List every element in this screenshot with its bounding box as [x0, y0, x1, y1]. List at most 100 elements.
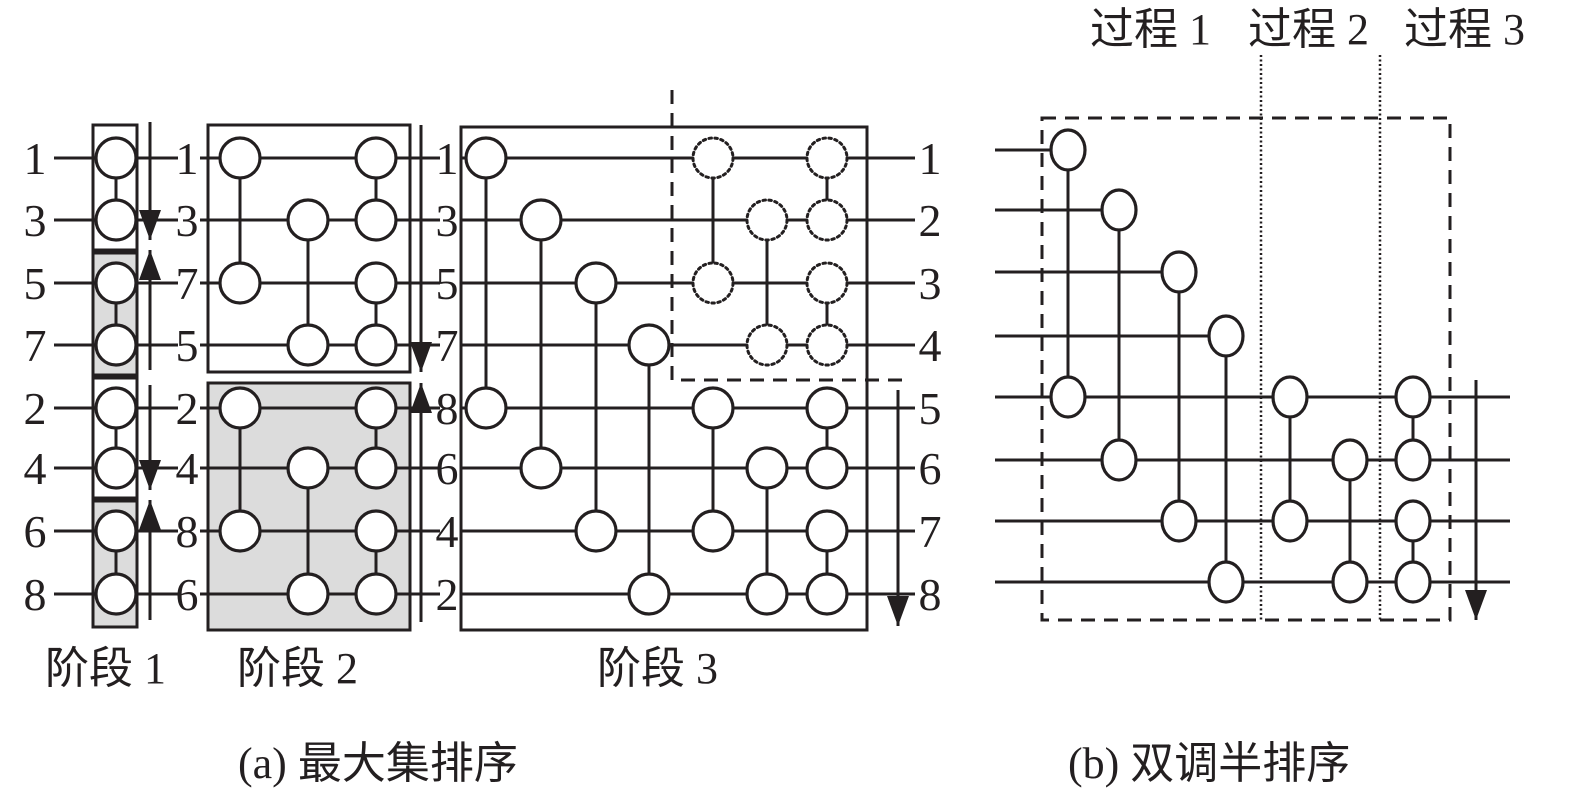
arrow-down-icon	[1465, 590, 1487, 620]
comparator-node	[1207, 560, 1245, 604]
stage2-output-label: 7	[436, 320, 459, 371]
comparator-node	[745, 446, 789, 490]
output-label: 7	[919, 506, 942, 557]
stage1-output-label: 2	[176, 383, 199, 434]
comparator-node	[574, 261, 618, 305]
comparator-node	[354, 572, 398, 616]
dashed-region-outline	[670, 90, 910, 382]
stage2-output-label: 2	[436, 569, 459, 620]
comparator-node	[94, 198, 138, 242]
comparator-node	[354, 386, 398, 430]
comparator-node	[94, 446, 138, 490]
comparator-node-dotted	[805, 136, 849, 180]
stage2-direction-arrow	[410, 125, 432, 372]
comparator-node	[354, 323, 398, 367]
stage1-direction-arrow	[139, 122, 161, 240]
arrow-down-icon	[887, 596, 909, 626]
comparator-node	[1271, 375, 1309, 419]
comparator-node	[1160, 499, 1198, 543]
comparator-node-dotted	[691, 136, 735, 180]
comparator-node	[354, 198, 398, 242]
comparator-node	[1331, 438, 1369, 482]
stage1-direction-arrow	[139, 500, 161, 620]
comparator-node	[1271, 499, 1309, 543]
input-label: 8	[24, 569, 47, 620]
input-label: 6	[24, 506, 47, 557]
stage2-output-label: 5	[436, 258, 459, 309]
stage1-box-border	[91, 248, 139, 380]
process-label-2: 过程 2	[1248, 5, 1369, 54]
comparator-node	[286, 323, 330, 367]
output-label: 8	[919, 569, 942, 620]
stage2-output-label: 8	[436, 383, 459, 434]
stage1-output-label: 7	[176, 258, 199, 309]
comparator-node	[1049, 128, 1087, 172]
comparator-node	[627, 572, 671, 616]
comparator-node	[1394, 375, 1432, 419]
comparator-node	[805, 446, 849, 490]
stage2-output-label: 3	[436, 195, 459, 246]
stage-label-3: 阶段 3	[597, 644, 718, 693]
arrow-down-icon	[139, 210, 161, 240]
arrow-up-icon	[410, 383, 432, 413]
comparator-node	[1100, 188, 1138, 232]
comparator-node-dotted	[691, 261, 735, 305]
stage1-direction-arrow	[139, 385, 161, 490]
comparator-node	[574, 509, 618, 553]
comparator-node	[286, 572, 330, 616]
comparator-node	[218, 386, 262, 430]
text-layer: (a) 最大集排序 (b) 双调半排序 阶段 1 阶段 2 阶段 3 过程 1 …	[45, 5, 1525, 788]
caption-a: (a) 最大集排序	[238, 739, 518, 788]
stage-label-1: 阶段 1	[45, 644, 166, 693]
output-label: 4	[919, 320, 942, 371]
stage1-direction-arrow	[139, 250, 161, 370]
stage2-output-label: 4	[436, 506, 459, 557]
comparator-node	[1100, 438, 1138, 482]
stage1-output-label: 1	[176, 133, 199, 184]
stage1-output-label: 5	[176, 320, 199, 371]
stage1-box-border	[91, 496, 139, 629]
comparator-node	[1049, 375, 1087, 419]
comparator-node	[218, 261, 262, 305]
input-label: 2	[24, 383, 47, 434]
comparator-node-dotted	[805, 198, 849, 242]
comparator-node-dotted	[805, 323, 849, 367]
comparator-node	[1207, 314, 1245, 358]
process-direction-arrow	[1465, 380, 1487, 620]
comparator-node	[218, 509, 262, 553]
comparator-node	[464, 136, 508, 180]
input-label: 5	[24, 258, 47, 309]
process-label-3: 过程 3	[1404, 5, 1525, 54]
input-label: 4	[24, 443, 47, 494]
comparator-node	[805, 572, 849, 616]
comparator-node	[464, 386, 508, 430]
comparator-node	[1394, 560, 1432, 604]
output-label: 6	[919, 443, 942, 494]
arrow-down-icon	[410, 342, 432, 372]
output-label: 3	[919, 258, 942, 309]
output-label: 5	[919, 383, 942, 434]
arrow-down-icon	[139, 460, 161, 490]
stage3-direction-arrow	[887, 390, 909, 626]
comparator-node	[94, 572, 138, 616]
comparator-node	[691, 509, 735, 553]
output-label: 1	[919, 133, 942, 184]
comparator-node	[94, 386, 138, 430]
dashed-outer-box	[1040, 116, 1452, 622]
arrow-up-icon	[139, 500, 161, 530]
comparator-node	[354, 136, 398, 180]
comparator-node	[286, 198, 330, 242]
comparator-node	[94, 323, 138, 367]
comparator-node	[745, 572, 789, 616]
comparator-node-dotted	[745, 198, 789, 242]
comparator-node	[519, 446, 563, 490]
comparator-node	[354, 261, 398, 305]
comparator-node-dotted	[745, 323, 789, 367]
comparator-node	[519, 198, 563, 242]
comparator-node	[94, 261, 138, 305]
stage1-output-label: 6	[176, 569, 199, 620]
input-label: 7	[24, 320, 47, 371]
output-label: 2	[919, 195, 942, 246]
